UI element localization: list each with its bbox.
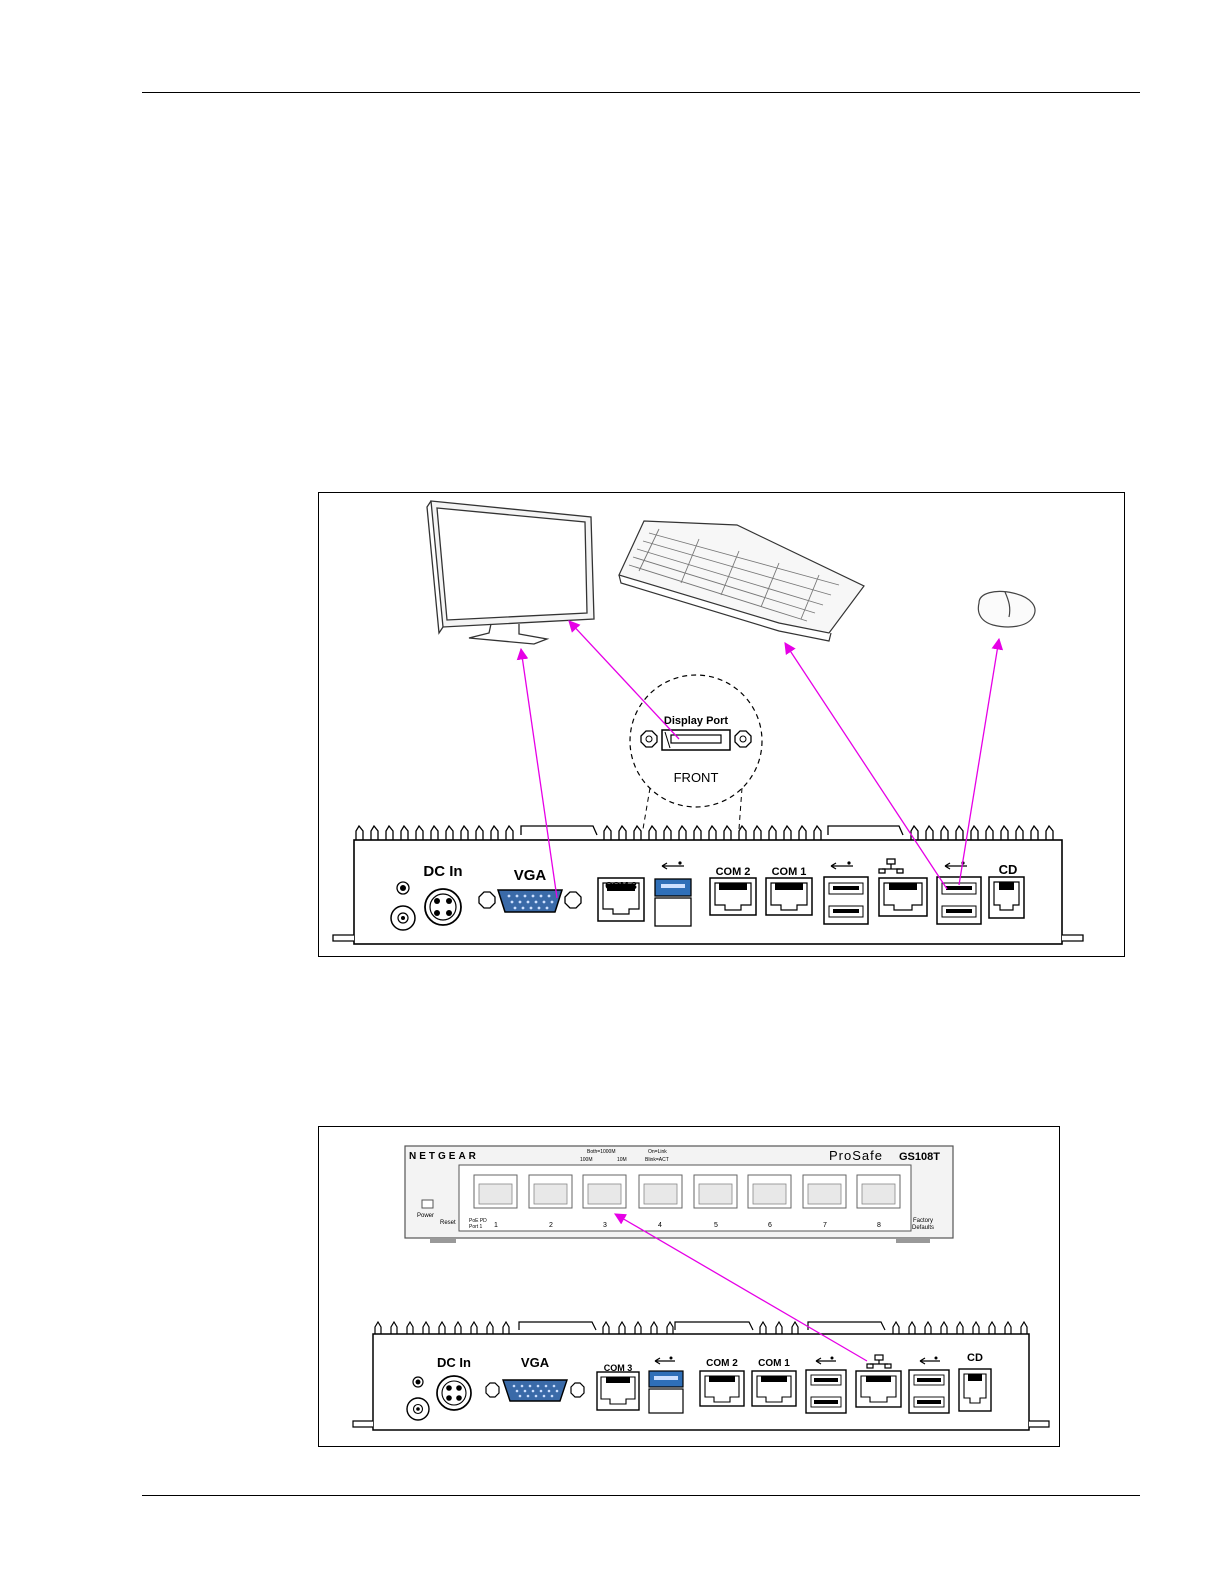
switch-led-speed-10: 10M (617, 1157, 627, 1163)
com1-label: COM 1 (758, 1358, 790, 1369)
switch-port-label: 3 (603, 1222, 607, 1229)
switch-power-label: Power (417, 1213, 434, 1219)
dc-in-label: DC In (437, 1355, 471, 1370)
arrow-displayport-to-monitor (569, 621, 679, 739)
switch-factory-label: Factory (913, 1218, 933, 1224)
vga-label: VGA (514, 867, 547, 884)
figure-network-switch: NETGEAR ProSafe GS108T Both=1000M 100M 1… (318, 1126, 1060, 1447)
dc-in-label: DC In (423, 863, 462, 880)
com3-label: COM 3 (604, 1363, 633, 1373)
switch-port-label: 7 (823, 1222, 827, 1229)
figure-monitor-keyboard-mouse: Display Port FRONT (318, 492, 1125, 957)
switch-defaults-label: Defaults (912, 1225, 934, 1231)
vga-label: VGA (521, 1355, 550, 1370)
keyboard-illustration (619, 521, 864, 641)
com1-label: COM 1 (772, 866, 807, 878)
switch-port-label: 5 (714, 1222, 718, 1229)
front-label: FRONT (674, 770, 719, 785)
front-display-port-callout: Display Port FRONT (630, 675, 762, 829)
rear-panel: DC In VGA COM 3 COM 2 COM 1 (353, 1322, 1049, 1430)
switch-poe-port-label: Port 1 (469, 1224, 483, 1230)
switch-led-speed-100: 100M (580, 1157, 593, 1163)
cd-label: CD (967, 1352, 983, 1364)
mouse-illustration (978, 591, 1035, 626)
switch-port-label: 4 (658, 1222, 662, 1229)
footer-rule (142, 1495, 1140, 1496)
switch-led-link-on: On=Link (648, 1149, 667, 1155)
switch-port-label: 2 (549, 1222, 553, 1229)
switch-port-label: 6 (768, 1222, 772, 1229)
display-port-label: Display Port (664, 715, 729, 727)
switch-model: GS108T (899, 1151, 940, 1163)
switch-port-label: 8 (877, 1222, 881, 1229)
switch-port-label: 1 (494, 1222, 498, 1229)
switch-brand: NETGEAR (409, 1151, 479, 1162)
cd-label: CD (999, 862, 1018, 877)
switch-reset-label: Reset (440, 1220, 456, 1226)
switch-led-speed-both: Both=1000M (587, 1149, 616, 1155)
switch-led-link-blink: Blink=ACT (645, 1157, 669, 1163)
monitor-illustration (427, 501, 594, 644)
switch-series: ProSafe (829, 1148, 883, 1163)
com2-label: COM 2 (716, 866, 751, 878)
netgear-switch: NETGEAR ProSafe GS108T Both=1000M 100M 1… (405, 1146, 953, 1243)
com2-label: COM 2 (706, 1358, 738, 1369)
header-rule (142, 92, 1140, 93)
com3-label: COM 3 (605, 881, 637, 892)
rear-panel: DC In VGA COM 3 COM 2 COM 1 (333, 826, 1083, 944)
